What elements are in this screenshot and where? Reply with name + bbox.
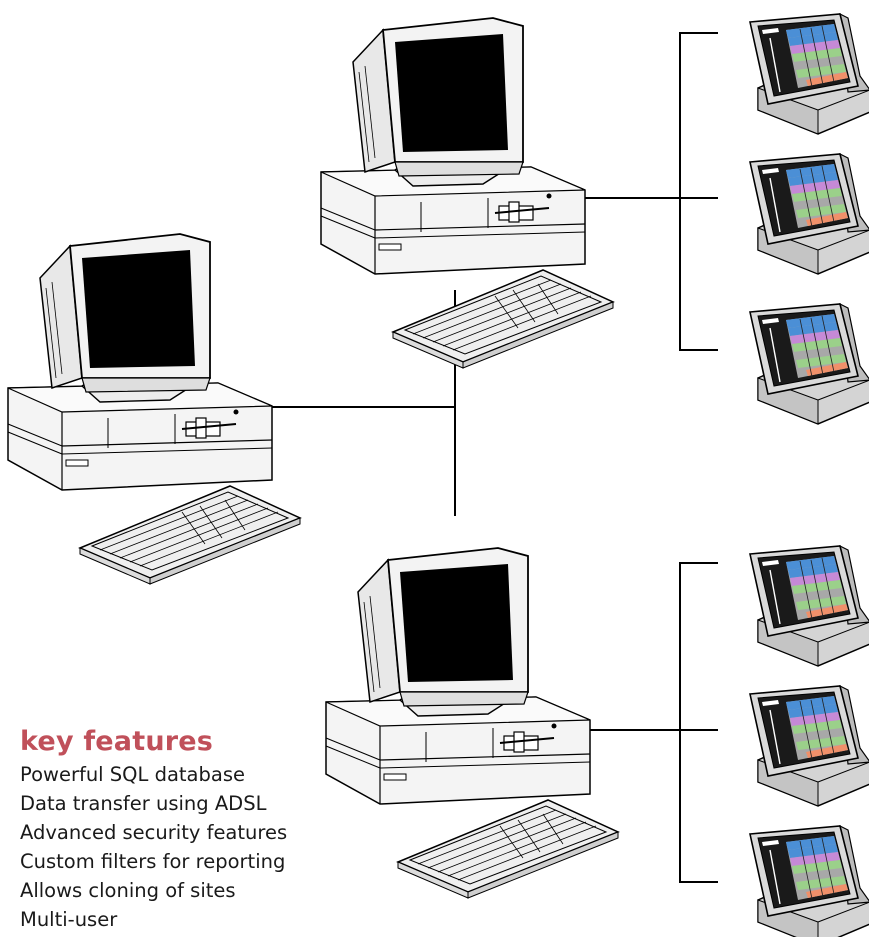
- feature-item: Custom filters for reporting: [20, 850, 286, 873]
- connector-lines: [270, 32, 718, 883]
- desktop-computer-icon: [320, 17, 614, 369]
- pos-terminal-icon: [749, 825, 869, 937]
- feature-item: Multi-user: [20, 908, 118, 931]
- pos-terminal-icon: [749, 685, 869, 807]
- desktop-computer-icon: [325, 547, 619, 899]
- feature-item: Allows cloning of sites: [20, 879, 236, 902]
- key-features-panel: key features Powerful SQL database Data …: [20, 726, 350, 937]
- pos-terminal-icon: [749, 545, 869, 667]
- key-features-list: Powerful SQL database Data transfer usin…: [20, 760, 350, 934]
- pos-terminal-icon: [749, 13, 869, 135]
- feature-item: Data transfer using ADSL: [20, 792, 267, 815]
- bracket-bottom: [679, 562, 718, 883]
- pos-terminal-icon: [749, 153, 869, 275]
- bracket-top: [679, 32, 718, 351]
- key-features-heading: key features: [20, 726, 214, 757]
- feature-item: Advanced security features: [20, 821, 288, 844]
- pos-terminal-icon: [749, 303, 869, 425]
- feature-item: Powerful SQL database: [20, 763, 245, 786]
- desktop-computer-icon: [7, 233, 301, 585]
